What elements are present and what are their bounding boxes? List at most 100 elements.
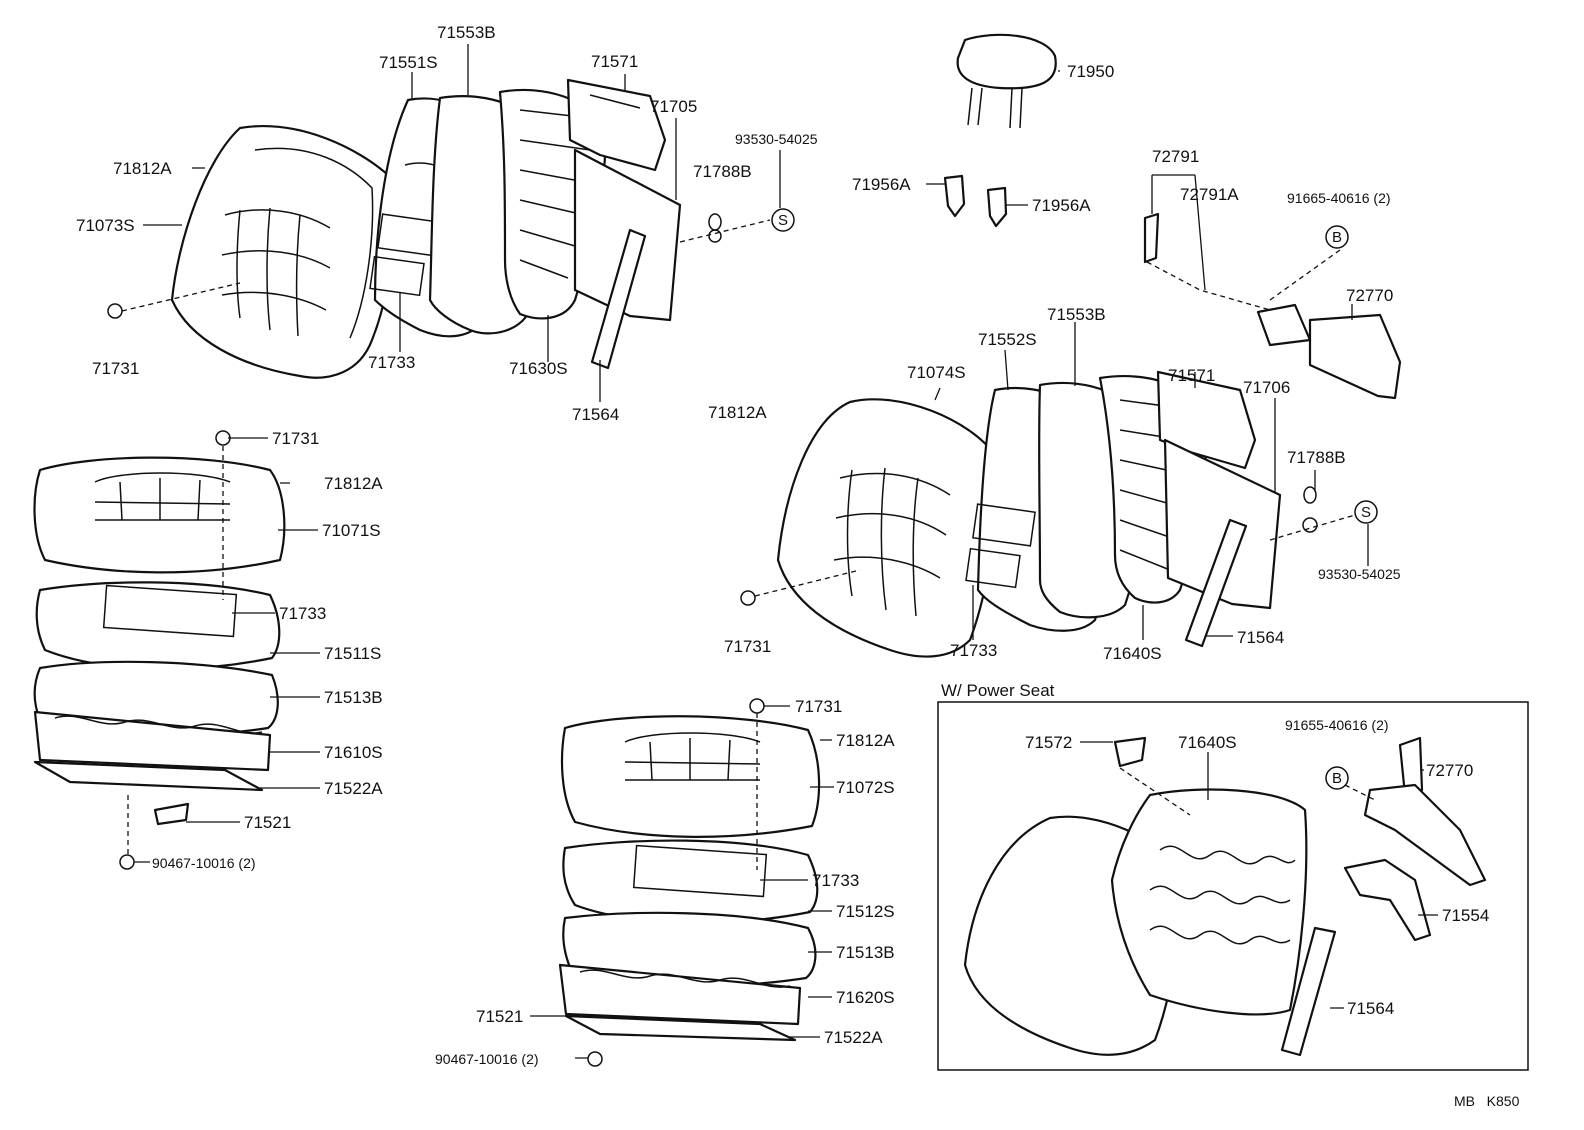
clip-71731-right [740, 590, 756, 606]
label-71731-cushion-mid: 71731 [795, 697, 842, 716]
label-90467-mid: 90467-10016 (2) [435, 1051, 539, 1067]
cushion-cover-mid [560, 715, 821, 838]
label-71073S: 71073S [76, 216, 135, 235]
cushion-board-mid [564, 1014, 797, 1042]
seatback-board-right [1156, 370, 1257, 470]
label-90467-left: 90467-10016 (2) [152, 855, 256, 871]
headrest [956, 33, 1057, 129]
label-71553B-left: 71553B [437, 23, 496, 42]
label-71731-left: 71731 [92, 359, 139, 378]
label-71788B-right: 71788B [1287, 448, 1346, 467]
label-71513B-mid: 71513B [836, 943, 895, 962]
headrest-support-left [943, 174, 966, 218]
label-91655: 91655-40616 (2) [1285, 717, 1389, 733]
label-71640S-right: 71640S [1103, 644, 1162, 663]
bolt-90467-left [119, 854, 135, 870]
seatback-cover-right [776, 398, 998, 658]
label-71733-cushion-left: 71733 [279, 604, 326, 623]
label-71513B-left: 71513B [324, 688, 383, 707]
recliner-handle-72770 [1256, 303, 1402, 400]
cushion-board-left [33, 760, 264, 792]
label-71956A-left: 71956A [852, 175, 911, 194]
label-72791A: 72791A [1180, 185, 1239, 204]
footer-code: MB K850 [1454, 1093, 1520, 1109]
power-seat-box [937, 701, 1529, 1071]
recliner-cover-72791 [1143, 212, 1160, 264]
bolt-90467-mid [587, 1051, 603, 1067]
label-71733-cushion-mid: 71733 [812, 871, 859, 890]
seatback-cover-left [170, 125, 394, 379]
marker-b-top-text: B [1332, 229, 1342, 246]
label-71564-powerseat: 71564 [1347, 999, 1394, 1018]
marker-s-left-text: S [778, 212, 788, 229]
label-71812A-left: 71812A [113, 159, 172, 178]
label-71620S: 71620S [836, 988, 895, 1007]
label-71553B-right: 71553B [1047, 305, 1106, 324]
label-71640S-powerseat: 71640S [1178, 733, 1237, 752]
label-71733-right: 71733 [950, 641, 997, 660]
label-71564-right: 71564 [1237, 628, 1284, 647]
marker-s-left [771, 208, 795, 232]
label-93530-right: 93530-54025 [1318, 566, 1401, 582]
cushion-cover-left [33, 456, 286, 574]
clip-71731-left [107, 303, 123, 319]
marker-b-powerseat [1325, 766, 1349, 790]
label-71512S: 71512S [836, 902, 895, 921]
hog-ring-71788B-right [1302, 486, 1318, 533]
label-71521-left: 71521 [244, 813, 291, 832]
label-71706: 71706 [1243, 378, 1290, 397]
headrest-support-right [986, 186, 1008, 228]
side-cover-right [1184, 518, 1248, 648]
label-72791: 72791 [1152, 147, 1199, 166]
label-71733-left: 71733 [368, 353, 415, 372]
label-71705: 71705 [650, 97, 697, 116]
cushion-frame-left [33, 710, 272, 772]
power-seat-side-cover-71564 [1280, 926, 1337, 1057]
label-71522A-mid: 71522A [824, 1028, 883, 1047]
label-71731-cushion-left: 71731 [272, 429, 319, 448]
label-71788B-left: 71788B [693, 162, 752, 181]
label-71521-mid: 71521 [476, 1007, 523, 1026]
dashed-alignment-lines [121, 219, 1376, 870]
label-71812A-cushion-left: 71812A [324, 474, 383, 493]
label-71956A-right: 71956A [1032, 196, 1091, 215]
clip-71731-cushion-left [215, 430, 231, 446]
label-71812A-cushion-mid: 71812A [836, 731, 895, 750]
label-71511S: 71511S [324, 644, 381, 663]
label-71554: 71554 [1442, 906, 1489, 925]
marker-b-powerseat-text: B [1332, 770, 1342, 787]
seatback-backboard-right [1163, 438, 1282, 610]
cushion-frame-mid [558, 963, 802, 1026]
clip-71731-cushion-mid [749, 698, 765, 714]
label-71071S: 71071S [322, 521, 381, 540]
label-71572: 71572 [1025, 733, 1072, 752]
cushion-cover-71521-left [153, 802, 190, 826]
label-91665: 91665-40616 (2) [1287, 190, 1391, 206]
power-seat-bracket-71572 [1113, 736, 1147, 768]
label-93530-left: 93530-54025 [735, 131, 818, 147]
power-seat-recliner-72770 [1363, 736, 1487, 887]
label-72770-top: 72770 [1346, 286, 1393, 305]
marker-b-top [1325, 225, 1349, 249]
label-71630S: 71630S [509, 359, 568, 378]
label-71522A-left: 71522A [324, 779, 383, 798]
label-71812A-right: 71812A [708, 403, 767, 422]
label-71074S: 71074S [907, 363, 966, 382]
label-72770-powerseat: 72770 [1426, 761, 1473, 780]
label-71552S: 71552S [978, 330, 1037, 349]
label-71551S-left: 71551S [379, 53, 438, 72]
power-seat-cover-71554 [1343, 858, 1432, 942]
cushion-pad-left [35, 581, 281, 671]
side-cover-left [590, 228, 647, 370]
label-71950: 71950 [1067, 62, 1114, 81]
seatback-board-left [566, 78, 667, 172]
power-seat-frame [1110, 788, 1308, 1016]
label-71731-right: 71731 [724, 637, 771, 656]
label-71571-right: 71571 [1168, 366, 1215, 385]
power-seat-title: W/ Power Seat [941, 681, 1055, 700]
hog-ring-71788B-left [708, 213, 722, 243]
cushion-pad-mid [562, 839, 819, 924]
marker-s-right-text: S [1361, 504, 1371, 521]
marker-s-right [1354, 500, 1378, 524]
